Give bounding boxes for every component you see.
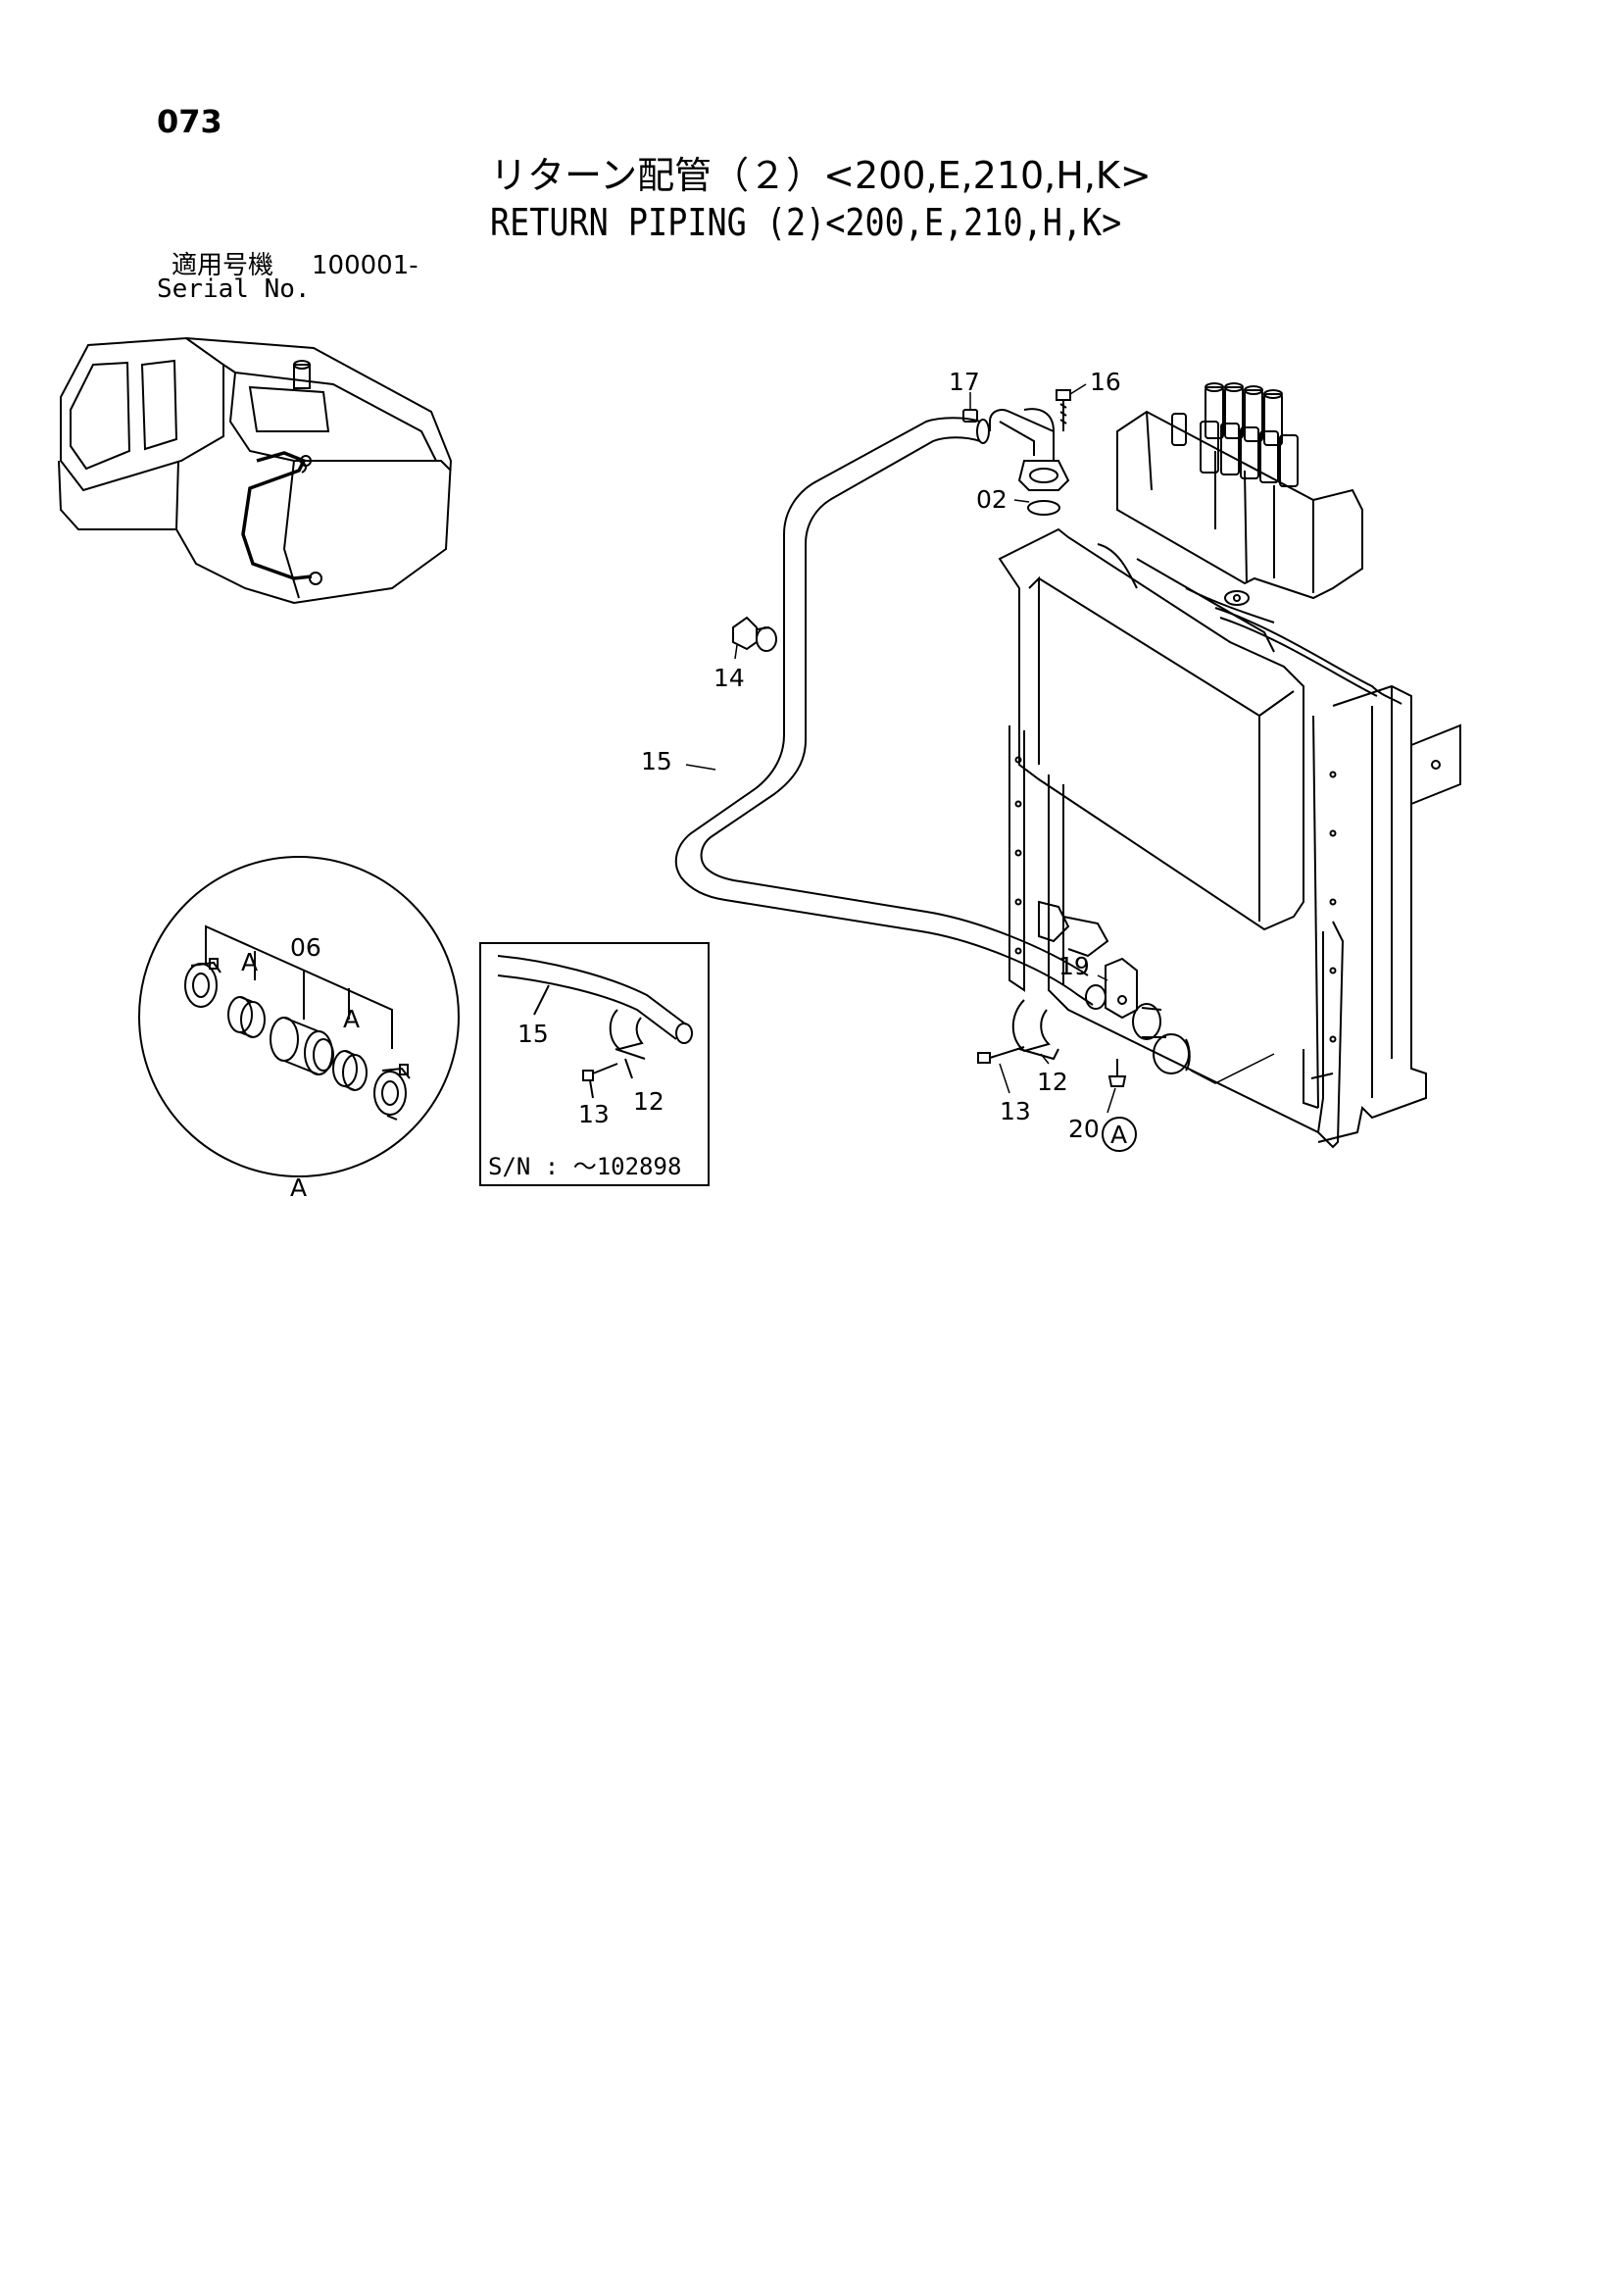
hose-clamp-part xyxy=(1132,1003,1191,1074)
inset-callout-12: 12 xyxy=(633,1087,664,1116)
callout-02: 02 xyxy=(976,485,1008,514)
callout-17: 17 xyxy=(949,368,980,396)
plug-14-part xyxy=(732,616,777,652)
serial-number-value: 100001- xyxy=(312,251,418,280)
o-ring-02-part xyxy=(1027,500,1060,516)
callout-13: 13 xyxy=(1000,1097,1031,1125)
excavator-overview-illustration xyxy=(58,336,453,605)
detail-a-marker-left: A xyxy=(241,948,258,976)
page-number: 073 xyxy=(157,103,222,140)
detail-a-view: 06 A A A xyxy=(138,856,460,1202)
clamp-12-part xyxy=(1011,999,1059,1061)
control-valve-block xyxy=(1116,382,1363,600)
callout-16: 16 xyxy=(1090,368,1121,396)
bolt-20-part xyxy=(1107,1059,1127,1087)
callout-15: 15 xyxy=(641,747,672,775)
detail-a-marker-right: A xyxy=(343,1005,360,1033)
detail-a-part-06: 06 xyxy=(290,933,321,962)
leader-to-radiator xyxy=(1190,1053,1275,1084)
callout-leaders xyxy=(685,383,1116,1114)
serial-inset-view: 15 13 12 S/N : ～102898 xyxy=(479,942,710,1186)
return-pipe-assembly xyxy=(674,408,1107,1010)
callout-labels: 17 16 02 14 15 19 12 13 20 xyxy=(641,368,1121,1143)
detail-reference-marker: A xyxy=(1102,1117,1137,1152)
callout-19: 19 xyxy=(1058,952,1090,980)
bolt-16-part xyxy=(1056,389,1071,431)
callout-20: 20 xyxy=(1068,1115,1100,1143)
callout-14: 14 xyxy=(713,664,745,692)
serial-label-japanese: 適用号機 xyxy=(172,251,274,280)
detail-reference-letter: A xyxy=(1110,1121,1127,1149)
inset-callout-13: 13 xyxy=(578,1100,610,1128)
inset-callout-15: 15 xyxy=(517,1020,549,1048)
page-title-english: RETURN PIPING (2)<200,E,210,H,K> xyxy=(490,201,1122,244)
page-title-japanese: リターン配管（２）<200,E,210,H,K> xyxy=(490,154,1152,197)
detail-a-caption: A xyxy=(290,1173,307,1202)
inset-serial-note: S/N : ～102898 xyxy=(488,1153,681,1180)
bolt-13-part xyxy=(977,1046,1025,1064)
callout-12: 12 xyxy=(1037,1068,1068,1096)
radiator-oil-cooler-assembly xyxy=(998,527,1461,1149)
bracket-19-part xyxy=(1105,957,1138,1020)
serial-label-english: Serial No. xyxy=(157,275,311,304)
